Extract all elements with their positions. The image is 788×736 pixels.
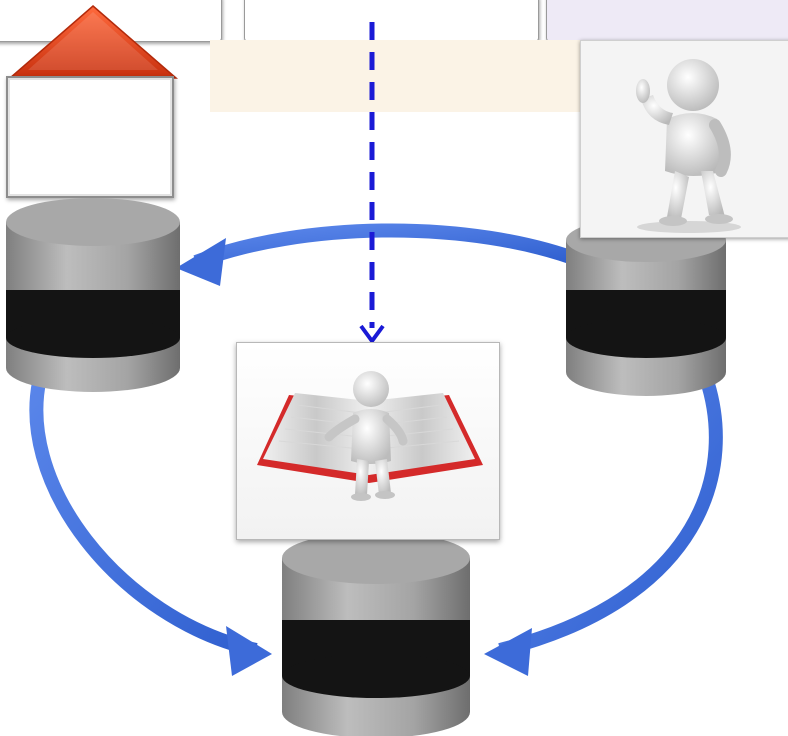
thumbs-up-person-icon: [581, 41, 788, 239]
cycle-arrow-top: [176, 230, 584, 286]
person-reading-book-icon: [237, 343, 501, 541]
thumbs-up-person-card: [580, 40, 788, 238]
dashed-arrow-icon: [361, 22, 383, 341]
cycle-arrow-right: [484, 372, 716, 676]
database-right: [566, 218, 726, 396]
database-bottom: [282, 532, 470, 736]
database-left: [6, 198, 180, 392]
person-reading-book-card: [236, 342, 500, 540]
